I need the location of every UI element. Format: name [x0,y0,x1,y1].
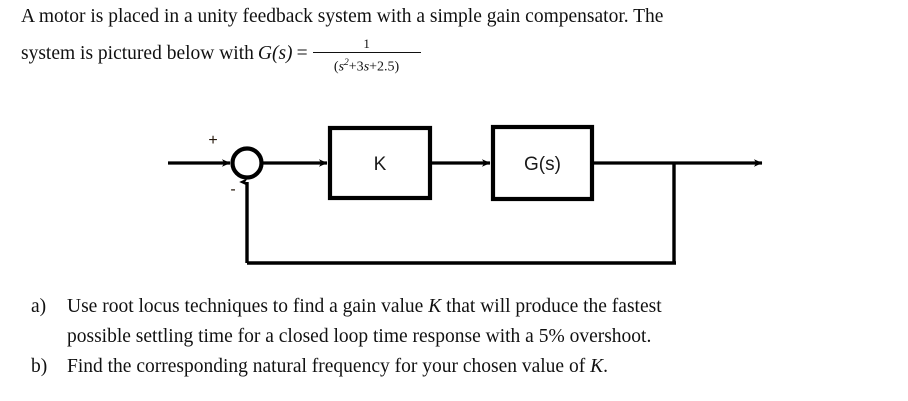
plant-block [490,124,595,202]
denominator-tail: +2.5) [369,60,400,76]
problem-statement-line-1: A motor is placed in a unity feedback sy… [21,6,664,27]
plant-block-label: G(s) [524,154,561,175]
denominator-open-paren: ( [333,60,339,76]
transfer-function-symbol: G(s) [257,43,293,64]
gain-block [327,125,433,201]
summing-junction [230,146,264,180]
problem-statement-line-2: system is pictured below with G(s) = 1 (… [21,32,887,76]
question-a-text-part2: that will produce the fastest [441,296,662,317]
problem-statement-line-2-prefix: system is pictured below with [21,43,254,64]
question-a-text-line2: possible settling time for a closed loop… [67,326,652,347]
question-a-gain-symbol: K [428,296,442,317]
question-item-b: b) Find the corresponding natural freque… [31,352,891,382]
equals-sign: = [296,43,308,64]
denominator-s2: s [363,60,370,76]
summing-junction-minus-label: - [230,181,235,198]
question-item-a: a) Use root locus techniques to find a g… [31,292,891,322]
gain-block-label: K [374,154,387,175]
question-a-text-part1: Use root locus techniques to find a gain… [67,296,429,317]
denominator-s1: s [338,60,345,76]
denominator-mid: +3 [348,60,364,76]
denominator-exponent: 2 [344,58,349,69]
fraction-denominator: (s2+3s+2.5) [334,53,399,76]
fraction-numerator: 1 [363,35,370,51]
problem-statement: A motor is placed in a unity feedback sy… [21,2,887,76]
question-a-text: Use root locus techniques to find a gain… [67,292,891,322]
questions-list: a) Use root locus techniques to find a g… [31,292,891,382]
question-b-text-part1: Find the corresponding natural frequency… [67,356,591,377]
question-b-text: Find the corresponding natural frequency… [67,352,891,382]
question-b-gain-symbol: K [590,356,604,377]
summing-junction-plus-label: + [208,132,217,149]
question-a-marker: a) [31,296,47,317]
question-b-marker: b) [31,356,48,377]
transfer-function-fraction: 1 (s2+3s+2.5) [312,35,421,76]
question-b-text-part2: . [603,356,608,377]
fraction-bar [312,51,421,54]
